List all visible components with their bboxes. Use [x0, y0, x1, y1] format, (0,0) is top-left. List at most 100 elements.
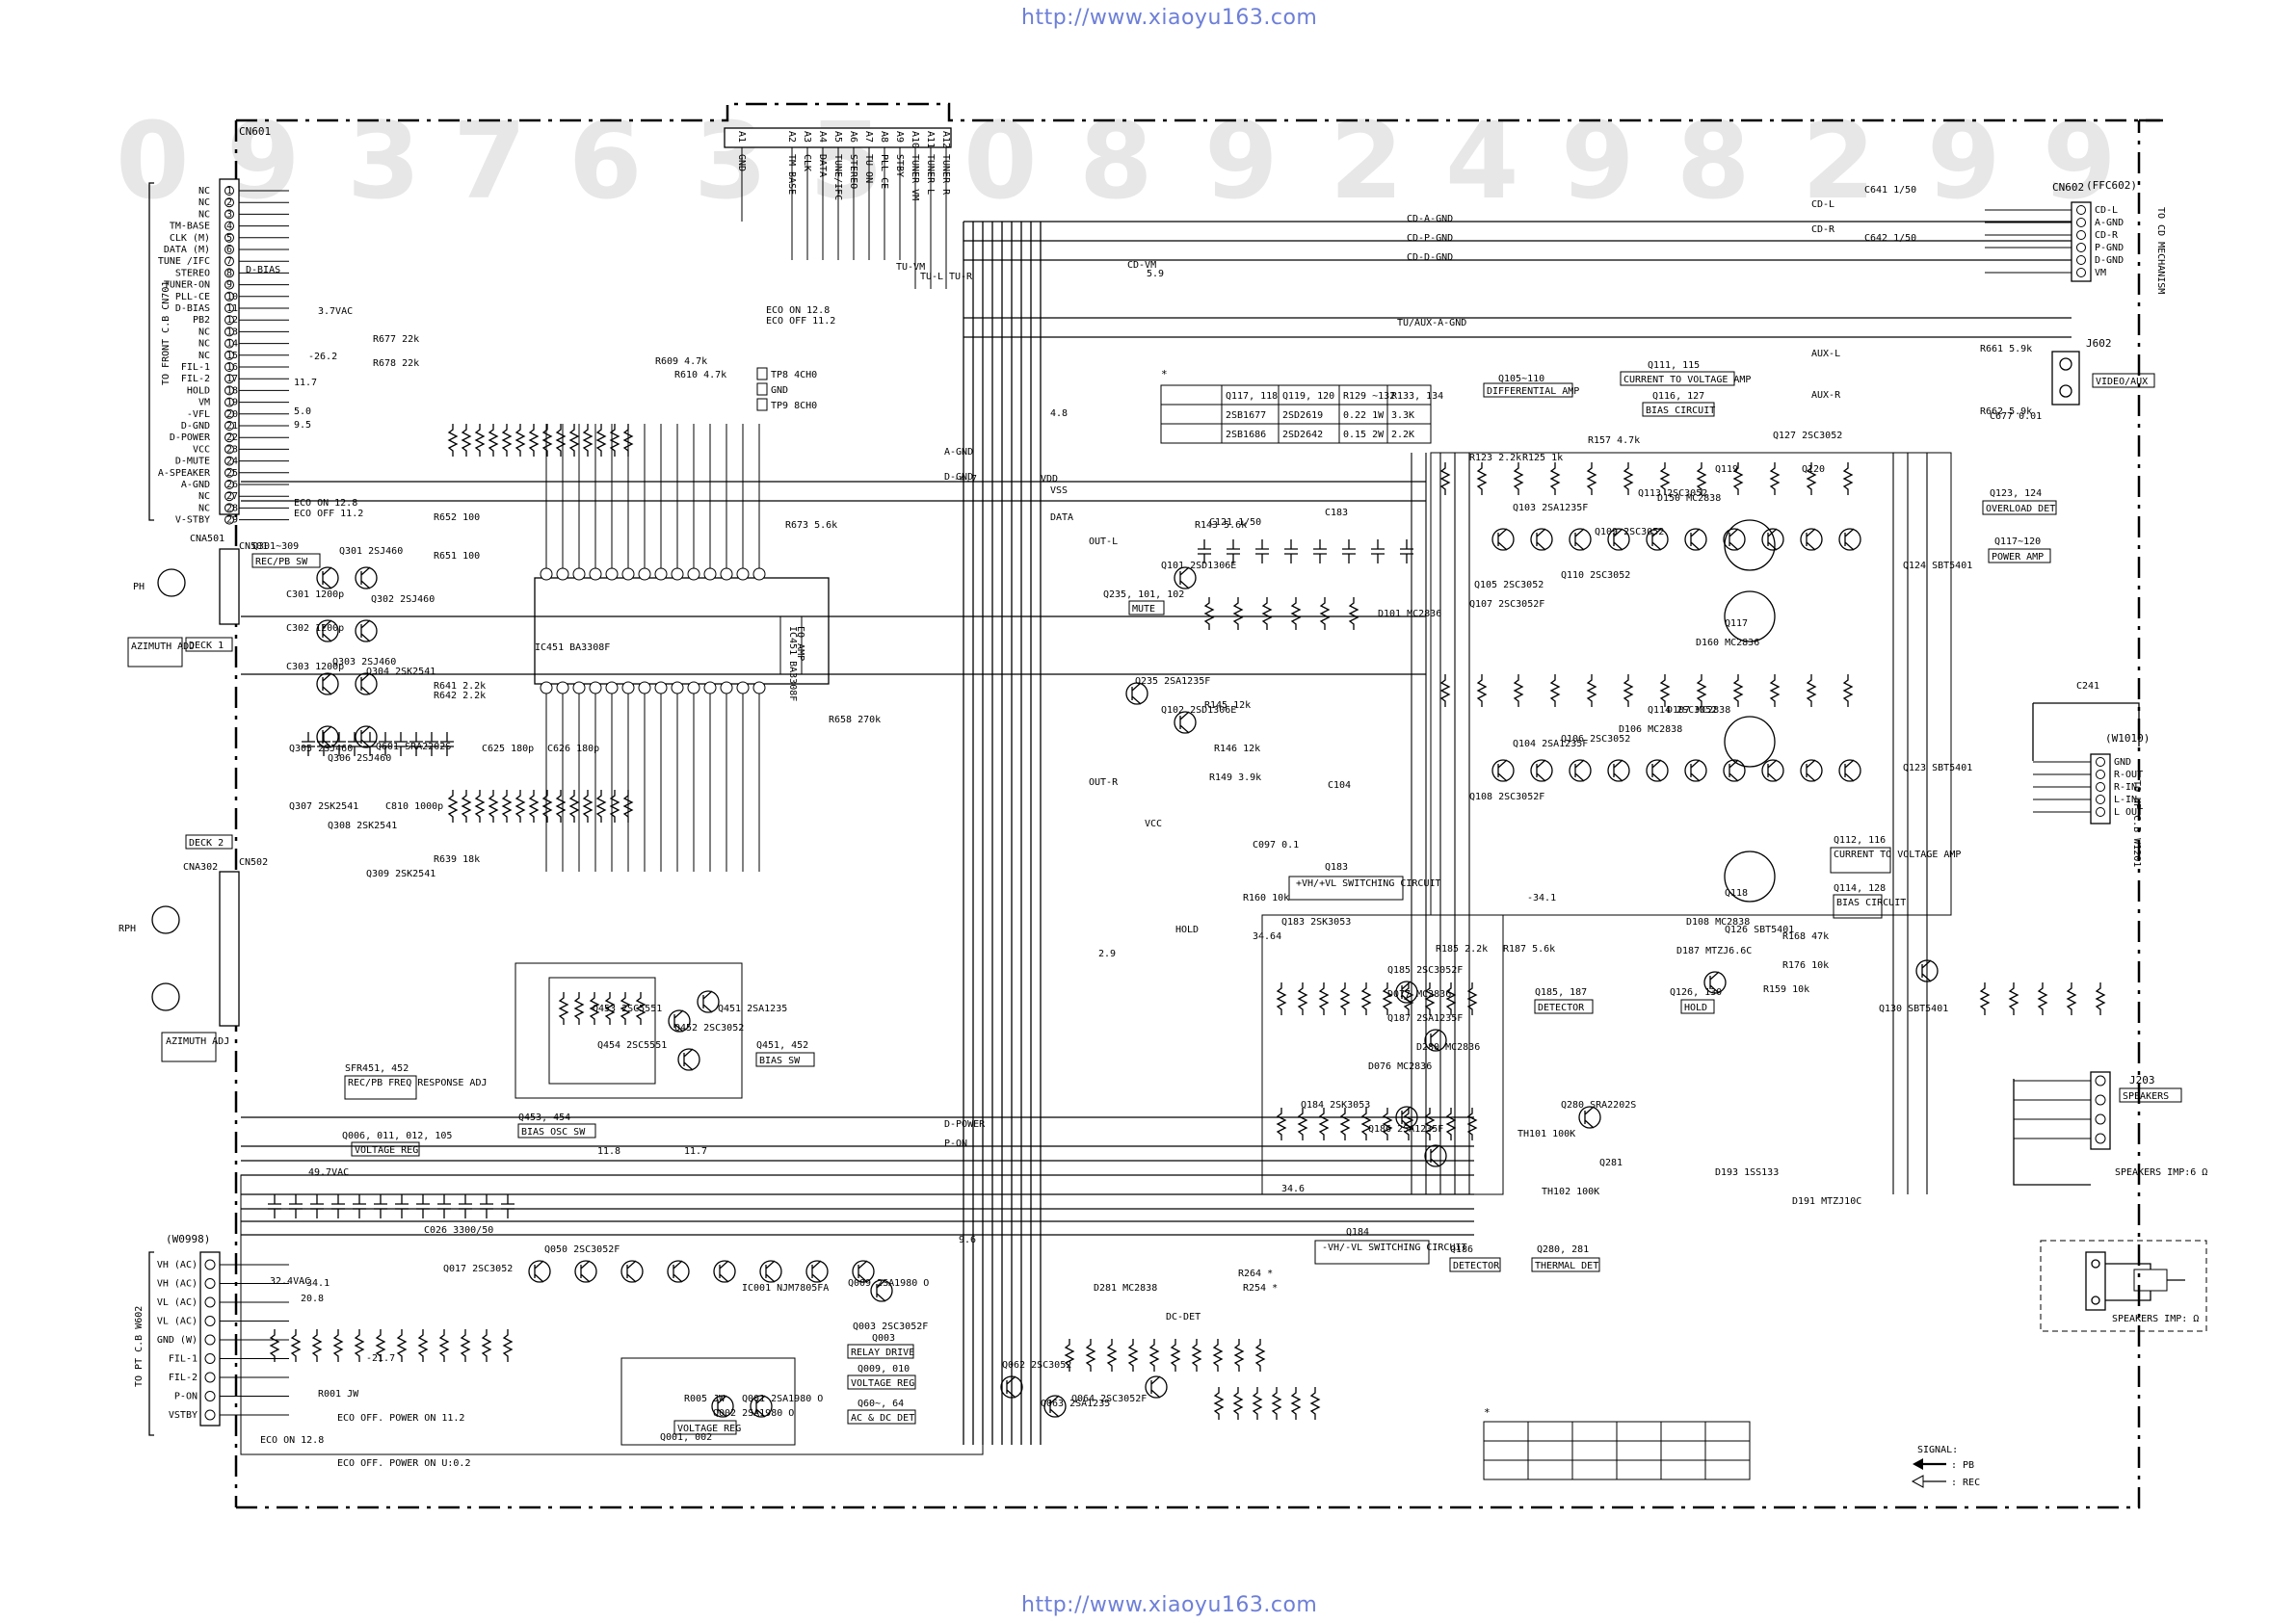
voltage-reg-label: VOLTAGE REG	[355, 1145, 418, 1156]
resistor-label: R185 2.2k	[1436, 944, 1488, 955]
watermark-top[interactable]: http://www.xiaoyu163.com	[1021, 6, 1318, 30]
part-label: D150 MC2838	[1657, 493, 1721, 504]
signal-legend: SIGNAL: : PB : REC	[1911, 1445, 1980, 1488]
cn602-pin-label: VM	[2095, 268, 2106, 278]
capacitor-label: C626 180p	[547, 744, 599, 754]
cn601-pin-number: 25	[226, 468, 238, 479]
part-label: D281 MC2838	[1094, 1283, 1157, 1294]
q280-label: THERMAL DET	[1535, 1261, 1598, 1271]
net-label: CD-VM	[1127, 260, 1156, 271]
acdc-label: AC & DC DET	[851, 1413, 914, 1424]
voltage-labels: -26.23.7VAC5.09.511.7-21.720.8-34.134.63…	[270, 269, 1556, 1364]
part-label: Q114 2SC3052	[1648, 705, 1717, 716]
cn601-pin-number: 15	[226, 351, 238, 361]
diff-amp-ref: Q105~110	[1498, 374, 1544, 384]
voltage-label: 11.8	[597, 1146, 620, 1157]
w1010-label: (W1010)	[2105, 732, 2150, 745]
voltage-label: -21.7	[366, 1353, 395, 1364]
cn601-pin-label: V-STBY	[175, 515, 210, 526]
eco-off-3: ECO OFF. POWER ON 11.2	[337, 1413, 464, 1424]
outer-border	[234, 102, 2163, 1509]
eco-on-3: ECO ON 12.8	[260, 1435, 324, 1446]
ic451-function: EQ AMP	[795, 626, 805, 661]
w1010-pin-label: L-IN	[2114, 795, 2137, 805]
resistor-label: R673 5.6k	[785, 520, 837, 531]
capacitor-label: C121 1/50	[1209, 517, 1261, 528]
net-labels: CD-A-GNDCD-P-GNDCD-D-GNDCD-VMCD-LCD-RTU/…	[246, 199, 1841, 1322]
cn602-ref: (FFC602)	[2086, 179, 2137, 192]
part-label: Q130 SBT5401	[1879, 1004, 1948, 1014]
cn601-pin-number: 6	[226, 245, 232, 255]
part-label: Q280 SRA2202S	[1561, 1100, 1636, 1111]
cn601-pin-number: 26	[226, 480, 238, 490]
voltage-label: 34.64	[1253, 931, 1281, 942]
bus-pin-id: A4	[817, 131, 828, 143]
q126-label: HOLD	[1684, 1003, 1707, 1013]
resistor-label: R159 10k	[1763, 984, 1809, 995]
bus-pin-id: A11	[925, 131, 936, 148]
resistor-label: R001 JW	[318, 1389, 359, 1400]
net-label: CD-P-GND	[1407, 233, 1453, 244]
part-label: Q120	[1802, 464, 1825, 475]
vreg3-ref: Q001, 002	[660, 1432, 712, 1443]
deck1-head: CNA501 PH AZIMUTH ADJ DECK 1 CN501	[127, 534, 268, 668]
vreg2-label: VOLTAGE REG	[851, 1378, 914, 1389]
net-label: CD-R	[1811, 224, 1835, 235]
part-label: Q107 2SC3052F	[1469, 599, 1544, 610]
resistor-label: R176 10k	[1782, 960, 1829, 971]
rec-pb-switch-block: Q301~309 REC/PB SW	[251, 541, 321, 568]
ghost-digit: 9	[1927, 99, 2001, 223]
net-label: TU/AUX-A-GND	[1397, 318, 1466, 328]
table-cell: 0.22 1W	[1343, 410, 1385, 421]
net-label: VCC	[1145, 819, 1162, 829]
j203-label: J203	[2129, 1074, 2155, 1086]
cn601-pin-label: NC	[198, 339, 210, 350]
resistor-label: R254 *	[1243, 1283, 1278, 1294]
part-label: D191 MTZJ10C	[1792, 1196, 1861, 1207]
cn601-pin-label: VM	[198, 398, 210, 408]
bus-pin-id: A3	[802, 131, 812, 143]
net-label: TU-L	[920, 272, 943, 282]
rec-pb-sw-label: REC/PB SW	[255, 557, 308, 567]
net-label: DATA	[1050, 512, 1073, 523]
q117-ref: Q117~120	[1994, 537, 2041, 547]
part-label: IC001 NJM7805FA	[742, 1283, 829, 1294]
eco-notes: ECO ON 12.8 ECO OFF 11.2 ECO ON 12.8 ECO…	[260, 305, 835, 1469]
voltage-label: 9.5	[294, 420, 311, 431]
w1010-pin-label: L OUT	[2114, 807, 2143, 818]
test-point-label: TP8 4CH0	[771, 370, 817, 380]
vertical-bus	[241, 221, 2072, 1445]
net-label: OUT-L	[1089, 537, 1118, 547]
net-label: D-BIAS	[246, 265, 280, 275]
net-label: TU-VM	[896, 262, 925, 273]
bias-osc-label: BIAS OSC SW	[521, 1127, 586, 1138]
part-label: Q303 2SJ460	[332, 657, 396, 668]
voltage-label: 2.9	[1098, 949, 1116, 959]
cn601-pin-number: 16	[226, 362, 238, 373]
part-label: Q104 2SA1235F	[1513, 739, 1588, 749]
part-label: Q301 2SJ460	[339, 546, 403, 557]
cn601-pin-number: 11	[226, 303, 238, 314]
table-header: R133, 134	[1391, 391, 1443, 402]
watermark-bottom[interactable]: http://www.xiaoyu163.com	[1021, 1593, 1318, 1617]
voltage-label: 11.7	[294, 378, 317, 388]
w0998-pin-label: VL (AC)	[157, 1297, 198, 1308]
eco-off-1: ECO OFF 11.2	[766, 316, 835, 327]
j203-speakers-jack: J203 SPEAKERS SPEAKERS IMP:6 Ω	[2013, 1071, 2207, 1186]
net-label: CD-D-GND	[1407, 252, 1453, 263]
acdc-ref: Q60~, 64	[858, 1399, 904, 1409]
speaker-box: SPEAKERS IMP: Ω	[2040, 1240, 2207, 1332]
bus-pin-id: A9	[894, 131, 905, 143]
part-label: Q063 2SA1235	[1041, 1399, 1110, 1409]
vreg2-ref: Q009, 010	[858, 1364, 910, 1374]
ghost-digit: 0	[963, 99, 1038, 223]
part-label: Q453 2SC5551	[593, 1004, 662, 1014]
cn601-pin-number: 14	[226, 339, 238, 350]
deck2-label: DECK 2	[189, 838, 224, 849]
part-label: Q113 2SC3052	[1638, 488, 1707, 499]
eco-on-1: ECO ON 12.8	[766, 305, 830, 316]
part-label: Q185 2SC3052F	[1387, 965, 1463, 976]
net-label: TU-R	[949, 272, 973, 282]
